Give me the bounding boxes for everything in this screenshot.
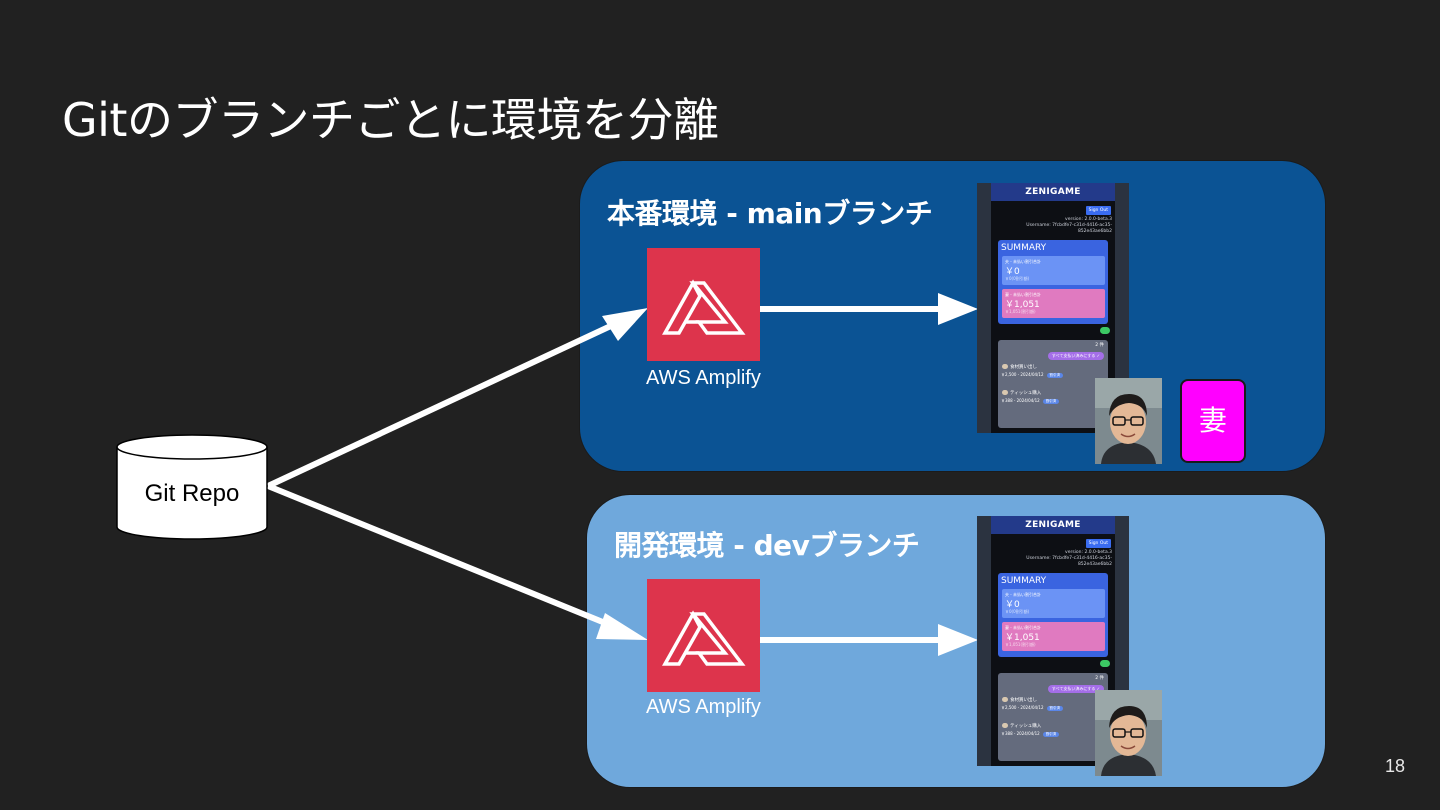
item-icon bbox=[1002, 697, 1008, 702]
slide-title: Gitのブランチごとに環境を分離 bbox=[62, 93, 719, 147]
app-header: ZENIGAME bbox=[991, 516, 1115, 534]
git-repo-label: Git Repo bbox=[144, 480, 240, 507]
item-icon bbox=[1002, 390, 1008, 395]
app-screenshot-dev: ZENIGAME Sign Out version: 2.0.0-beta.3 … bbox=[977, 516, 1129, 766]
version-info: version: 2.0.0-beta.3 Username: 7fcbdfe7… bbox=[1026, 217, 1112, 234]
add-icon bbox=[1100, 327, 1110, 334]
arrowhead-repo-to-dev bbox=[596, 613, 648, 640]
sign-out-button: Sign Out bbox=[1085, 206, 1111, 215]
expense-list: 2 件 すべて支払い済みにする ✓ 食材買い出し ￥2,500 - 2024/0… bbox=[998, 673, 1108, 761]
aws-amplify-icon bbox=[647, 579, 760, 692]
page-number: 18 bbox=[1385, 756, 1406, 776]
aws-amplify-label-dev: AWS Amplify bbox=[646, 696, 761, 718]
summary-card: SUMMARY 夫 - 未払い割引合計 ￥0 ￥0(0割引額) 妻 - 未払い割… bbox=[998, 240, 1108, 324]
aws-amplify-icon bbox=[647, 248, 760, 361]
version-info: version: 2.0.0-beta.3 Username: 7fcbdfe7… bbox=[1026, 550, 1112, 567]
aws-amplify-label-prod: AWS Amplify bbox=[646, 367, 761, 389]
husband-card: 夫 - 未払い割引合計 ￥0 ￥0(0割引額) bbox=[1002, 256, 1105, 285]
development-environment-heading: 開発環境 - devブランチ bbox=[614, 529, 920, 562]
arrowhead-dev-deploy bbox=[938, 624, 978, 656]
item-icon bbox=[1002, 723, 1008, 728]
wife-card: 妻 - 未払い割引合計 ￥1,051 ￥1,051(割引額) bbox=[1002, 289, 1105, 318]
app-header: ZENIGAME bbox=[991, 183, 1115, 201]
arrow-repo-to-dev bbox=[266, 483, 617, 630]
husband-card: 夫 - 未払い割引合計 ￥0 ￥0(0割引額) bbox=[1002, 589, 1105, 618]
husband-avatar bbox=[1095, 690, 1162, 776]
wife-card: 妻 - 未払い割引合計 ￥1,051 ￥1,051(割引額) bbox=[1002, 622, 1105, 651]
wife-badge: 妻 bbox=[1180, 379, 1246, 463]
add-icon bbox=[1100, 660, 1110, 667]
summary-card: SUMMARY 夫 - 未払い割引合計 ￥0 ￥0(0割引額) 妻 - 未払い割… bbox=[998, 573, 1108, 657]
expense-list: 2 件 すべて支払い済みにする ✓ 食材買い出し ￥2,500 - 2024/0… bbox=[998, 340, 1108, 428]
item-icon bbox=[1002, 364, 1008, 369]
sign-out-button: Sign Out bbox=[1085, 539, 1111, 548]
production-environment-heading: 本番環境 - mainブランチ bbox=[607, 197, 933, 230]
arrow-repo-to-prod bbox=[266, 321, 617, 489]
arrowhead-prod-deploy bbox=[938, 293, 978, 325]
git-repo-cylinder bbox=[116, 434, 268, 540]
arrowhead-repo-to-prod bbox=[602, 308, 648, 341]
husband-avatar bbox=[1095, 378, 1162, 464]
